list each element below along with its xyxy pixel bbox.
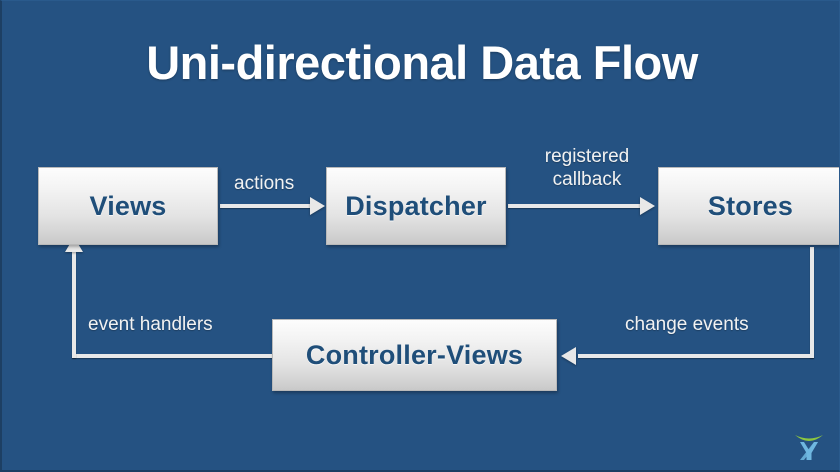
edge-label-actions: actions: [234, 173, 295, 194]
edge-stores-to-controller-vertical: [810, 247, 814, 358]
edge-label-registered-callback: registered callback: [544, 146, 630, 190]
x-swoosh-logo: [795, 435, 823, 460]
arrow-right-icon-dispatcher-to-stores: [640, 197, 655, 215]
node-controller-views[interactable]: Controller-Views: [272, 319, 557, 391]
node-stores-label: Stores: [707, 190, 794, 221]
edge-controller-to-views-vertical: [72, 251, 76, 358]
edge-label-change-events: change events: [625, 314, 749, 335]
node-views-label: Views: [89, 190, 167, 221]
page-title: Uni-directional Data Flow: [146, 36, 698, 89]
node-dispatcher-label: Dispatcher: [345, 190, 487, 221]
edge-dispatcher-to-stores-line: [508, 204, 642, 208]
node-stores[interactable]: Stores: [658, 167, 839, 245]
node-dispatcher[interactable]: Dispatcher: [326, 167, 506, 245]
edge-views-to-dispatcher-line: [220, 204, 312, 208]
node-controller-views-label: Controller-Views: [305, 339, 524, 370]
edge-controller-to-views-horizontal: [72, 354, 274, 358]
edge-label-event-handlers: event handlers: [88, 314, 213, 335]
arrow-left-icon-stores-to-controller: [561, 347, 576, 365]
arrow-right-icon-views-to-dispatcher: [310, 197, 325, 215]
edge-stores-to-controller-horizontal: [578, 354, 814, 358]
node-views[interactable]: Views: [38, 167, 218, 245]
